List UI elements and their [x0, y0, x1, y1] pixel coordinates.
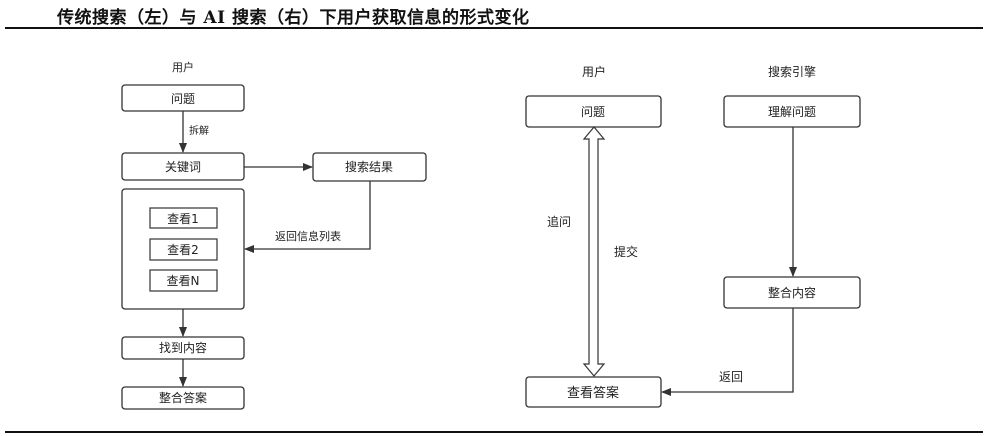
- figure-title: 传统搜索（左）与 AI 搜索（右）下用户获取信息的形式变化: [57, 8, 530, 28]
- double-arrow-submit-followup: [582, 126, 606, 377]
- node-keywords: 关键词: [121, 152, 245, 181]
- node-question-right: 问题: [525, 95, 662, 128]
- node-integrate-answer-label: 整合答案: [159, 390, 207, 405]
- node-question-left-label: 问题: [171, 92, 195, 106]
- node-view-1: 查看1: [149, 207, 218, 229]
- node-search-results: 搜索结果: [312, 152, 427, 182]
- edge-return-list: [244, 181, 371, 253]
- edge-submit-label: 提交: [614, 244, 638, 259]
- top-rule: [5, 27, 983, 29]
- node-view-n: 查看N: [149, 269, 218, 292]
- edge-return: [661, 308, 794, 396]
- node-view-2: 查看2: [149, 238, 218, 261]
- node-integrate-content: 整合内容: [723, 276, 861, 309]
- node-integrate-content-label: 整合内容: [768, 285, 816, 300]
- node-view-1-label: 查看1: [167, 212, 199, 226]
- node-question-right-label: 问题: [581, 105, 605, 119]
- node-keywords-label: 关键词: [165, 160, 201, 174]
- node-found-content-label: 找到内容: [159, 340, 207, 355]
- node-understand: 理解问题: [723, 95, 861, 128]
- node-view-answer-label: 查看答案: [567, 385, 619, 401]
- node-view-answer: 查看答案: [525, 376, 662, 408]
- node-view-2-label: 查看2: [167, 243, 199, 257]
- node-understand-label: 理解问题: [768, 105, 816, 119]
- edge-decompose-label: 拆解: [189, 124, 209, 137]
- node-integrate-answer: 整合答案: [121, 386, 245, 410]
- edge-return-list-label: 返回信息列表: [275, 229, 341, 243]
- node-view-n-label: 查看N: [167, 274, 200, 288]
- node-found-content: 找到内容: [121, 336, 245, 360]
- right-lane-engine: 搜索引擎: [768, 64, 816, 79]
- bottom-rule: [5, 431, 983, 433]
- edge-return-label: 返回: [719, 370, 743, 384]
- edge-follow-up-label: 追问: [547, 214, 571, 229]
- node-question-left: 问题: [121, 84, 245, 112]
- node-search-results-label: 搜索结果: [345, 159, 393, 174]
- left-lane-label: 用户: [172, 60, 194, 74]
- right-lane-user: 用户: [582, 64, 606, 79]
